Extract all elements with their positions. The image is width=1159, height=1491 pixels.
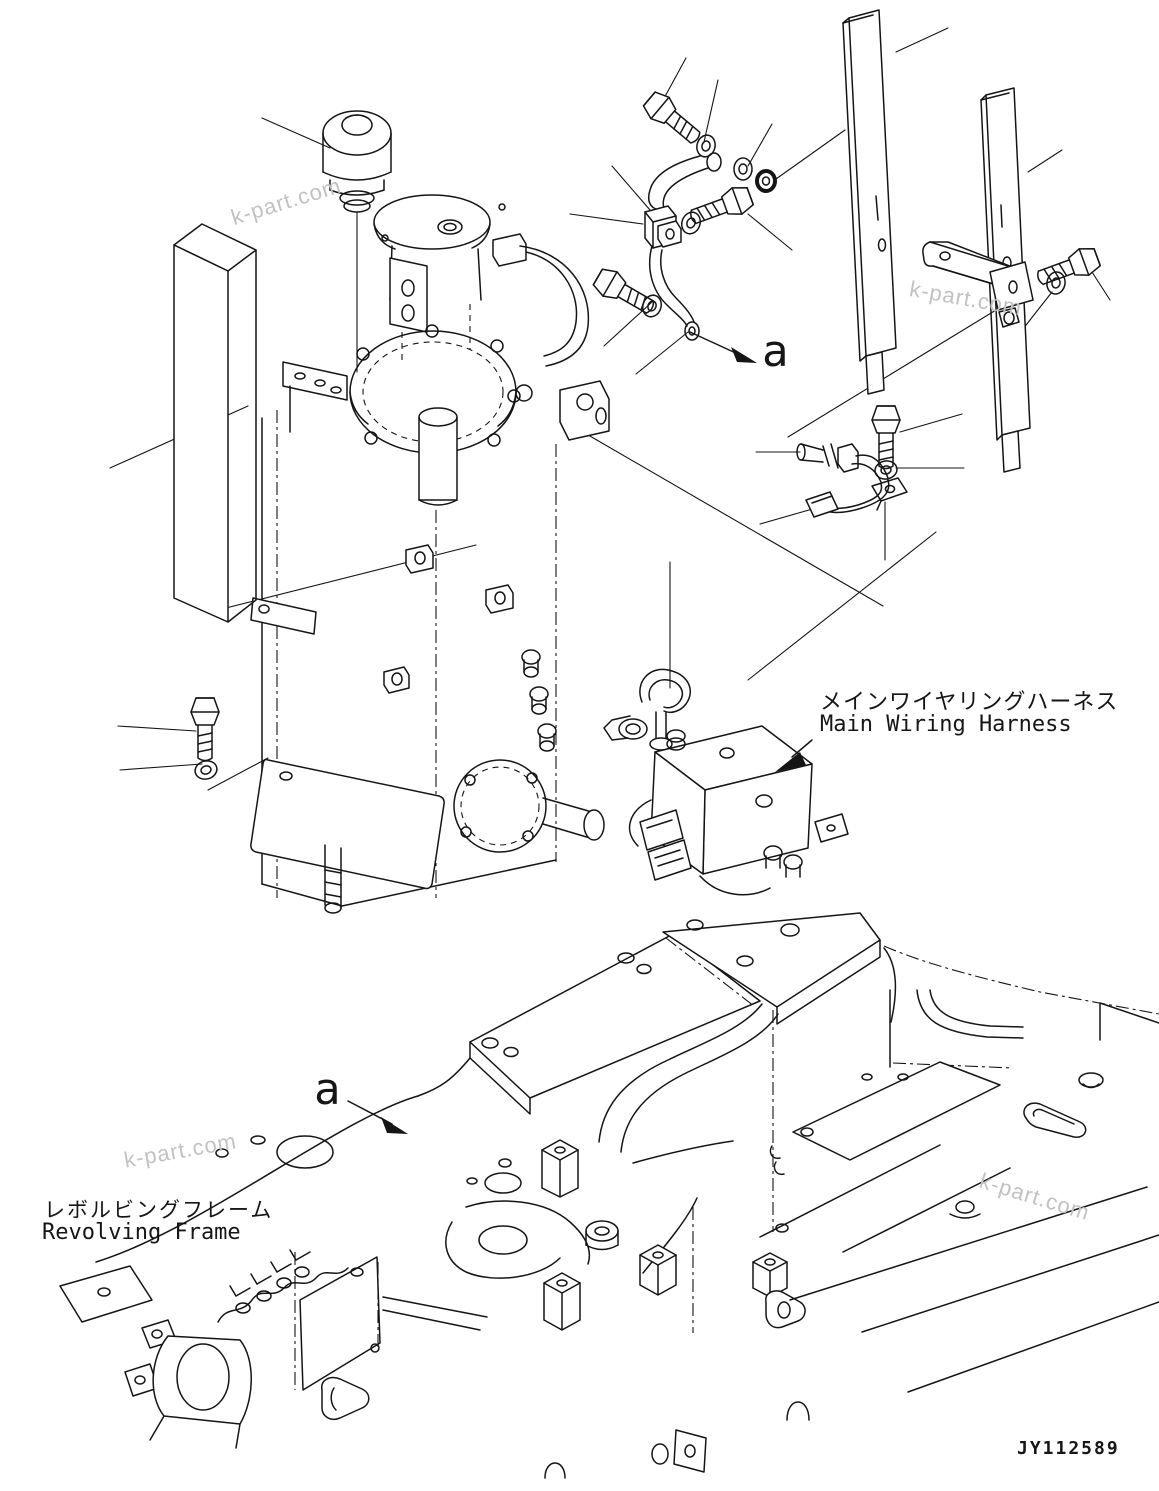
drawing-number: JY112589 <box>1017 1438 1120 1459</box>
tank-mount-bolt <box>190 697 220 783</box>
spacer-bar <box>174 224 256 622</box>
mount-bracket <box>923 242 1103 327</box>
harness-label-arrow <box>775 740 812 772</box>
cover-plate-a <box>843 10 896 394</box>
suction-strainer <box>374 195 588 366</box>
revolving-frame-label-en: Revolving Frame <box>42 1220 241 1245</box>
section-arrow-a-bottom <box>348 1101 408 1134</box>
main-wiring-harness-label-jp: メインワイヤリングハーネス <box>820 690 1119 715</box>
hydraulic-tank <box>251 325 609 913</box>
wiring-harness-assembly <box>604 669 848 894</box>
ground-cable-assembly <box>590 87 775 340</box>
leader-lines <box>110 28 1110 790</box>
breather-cap <box>323 111 391 372</box>
revolving-frame-label-jp: レボルビングフレーム <box>44 1198 274 1222</box>
pressure-sensor <box>797 405 907 517</box>
main-wiring-harness-label-en: Main Wiring Harness <box>820 712 1072 737</box>
section-arrow-a-top <box>690 332 757 363</box>
revolving-frame <box>60 913 1159 1478</box>
section-marker-a-bottom: a <box>314 1064 341 1115</box>
section-marker-a-top: a <box>762 326 789 377</box>
